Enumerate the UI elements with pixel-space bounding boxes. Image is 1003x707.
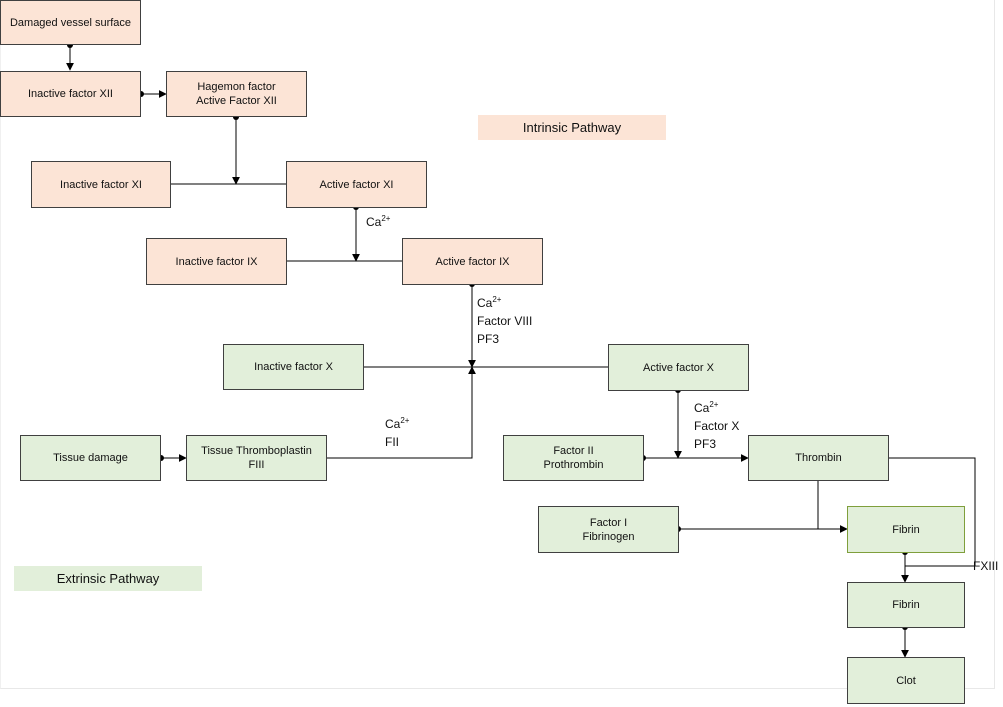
cofactor-label-ix: Ca2+ Factor VIII PF3	[477, 294, 532, 348]
node-label: Active factor XI	[319, 178, 394, 191]
pf3-label: PF3	[477, 332, 500, 346]
node-label-line2: FIII	[248, 459, 265, 471]
node-active-factor-ix: Active factor IX	[402, 238, 543, 285]
calcium-label: Ca	[477, 296, 493, 310]
fxiii-label: FXIII	[973, 559, 999, 573]
node-label: Inactive factor XI	[60, 178, 142, 191]
legend-intrinsic-pathway: Intrinsic Pathway	[478, 115, 666, 140]
node-fibrin-stable: Fibrin	[847, 582, 965, 628]
node-label-line2: Fibrinogen	[582, 530, 635, 543]
node-label: Inactive factor X	[254, 361, 333, 373]
calcium-row: Ca2+	[477, 294, 532, 312]
factor-viii-label: Factor VIII	[477, 314, 533, 328]
node-label: Active factor X	[643, 361, 714, 374]
node-damaged-vessel: Damaged vessel surface	[0, 0, 141, 45]
legend-extrinsic-pathway: Extrinsic Pathway	[14, 566, 202, 591]
factor-x-label: Factor X	[694, 419, 740, 433]
fii-label: FII	[385, 435, 399, 449]
node-label: Tissue damage	[53, 452, 128, 464]
edge-thrombin-to-fxiii	[889, 457, 976, 567]
node-label-line1: Factor II	[553, 445, 594, 457]
calcium-label: Ca	[385, 417, 401, 431]
node-inactive-factor-x: Inactive factor X	[223, 344, 364, 390]
node-label-line2: Active Factor XII	[196, 95, 277, 107]
node-label-line2: Prothrombin	[543, 459, 604, 471]
calcium-charge: 2+	[381, 214, 391, 223]
cofactor-label-extrinsic: Ca2+ FII	[385, 415, 409, 451]
legend-label: Extrinsic Pathway	[56, 571, 160, 586]
node-active-factor-x: Active factor X	[608, 344, 749, 391]
node-label: Fibrin	[892, 599, 920, 611]
cofactor-label-x: Ca2+ Factor X PF3	[694, 399, 739, 453]
calcium-row: Ca2+	[385, 415, 409, 433]
edge-thrombo-to-x-junction	[327, 366, 476, 459]
node-tissue-thromboplastin: Tissue Thromboplastin FIII	[186, 435, 327, 481]
calcium-label: Ca	[366, 215, 382, 229]
calcium-charge: 2+	[709, 400, 719, 409]
node-label-line1: Tissue Thromboplastin	[201, 445, 312, 457]
node-label: Active factor IX	[435, 255, 510, 268]
node-inactive-factor-xi: Inactive factor XI	[31, 161, 171, 208]
node-fibrin-soluble: Fibrin	[847, 506, 965, 553]
node-thrombin: Thrombin	[748, 435, 889, 481]
cofactor-label-xi: Ca2+	[366, 213, 390, 231]
node-hagemon-factor: Hagemon factor Active Factor XII	[166, 71, 307, 117]
node-factor-i: Factor I Fibrinogen	[538, 506, 679, 553]
page-border	[0, 0, 995, 689]
pf3-label: PF3	[694, 437, 717, 451]
node-active-factor-xi: Active factor XI	[286, 161, 427, 208]
node-label: Inactive factor XII	[28, 88, 113, 100]
node-label: Thrombin	[795, 452, 842, 464]
legend-label: Intrinsic Pathway	[522, 120, 622, 135]
node-label: Damaged vessel surface	[9, 16, 132, 29]
node-inactive-factor-ix: Inactive factor IX	[146, 238, 287, 285]
node-label: Clot	[896, 674, 916, 687]
node-tissue-damage: Tissue damage	[20, 435, 161, 481]
node-label-line1: Hagemon factor	[197, 81, 276, 93]
node-label-line1: Factor I	[589, 516, 628, 529]
calcium-charge: 2+	[400, 416, 410, 425]
node-clot: Clot	[847, 657, 965, 704]
node-factor-ii: Factor II Prothrombin	[503, 435, 644, 481]
node-label: Inactive factor IX	[175, 255, 258, 268]
node-label: Fibrin	[892, 523, 920, 536]
calcium-label: Ca	[694, 401, 710, 415]
calcium-row: Ca2+	[694, 399, 739, 417]
calcium-charge: 2+	[492, 295, 502, 304]
node-inactive-factor-xii: Inactive factor XII	[0, 71, 141, 117]
